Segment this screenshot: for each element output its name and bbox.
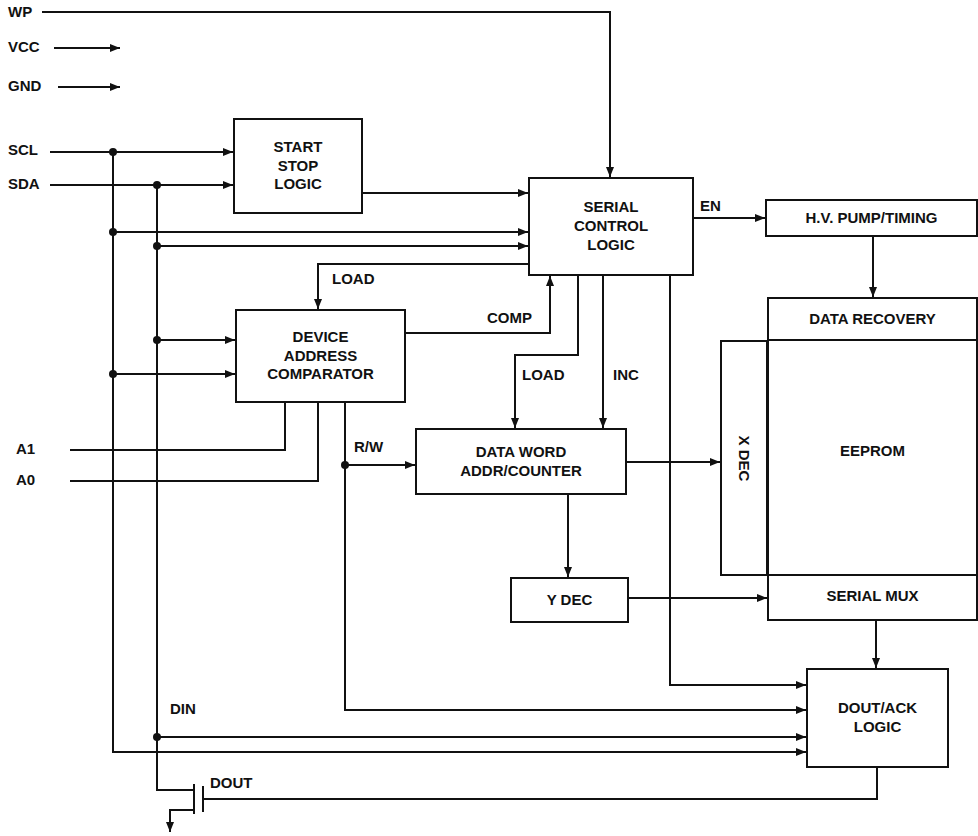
signal-label: LOAD [520,366,567,384]
signal-arrow [318,264,528,309]
junction-dot [153,336,161,344]
block-label: SERIAL CONTROL LOGIC [561,198,661,254]
block-label: DOUT/ACK LOGIC [823,699,933,737]
signal-arrow [875,621,877,668]
logic-block: START STOP LOGIC [233,118,363,214]
pin-name: A0 [14,471,37,489]
scl-branch [113,373,235,375]
signal-arrow [602,276,604,428]
signal-arrow [694,217,765,219]
ground-wire [170,810,194,832]
transistor-gate [202,786,204,812]
array-divider [767,339,978,341]
junction-dot [109,148,117,156]
output-block: DOUT/ACK LOGIC [806,668,949,768]
pin-name: SCL [6,141,40,159]
block-label: H.V. PUMP/TIMING [772,209,972,228]
memory-array: DATA RECOVERY EEPROM SERIAL MUX [767,297,978,621]
block-label: START STOP LOGIC [258,138,338,194]
signal-arrow [567,495,569,577]
control-block: SERIAL CONTROL LOGIC [528,177,694,276]
junction-dot [153,242,161,250]
pin-name: DIN [168,700,198,718]
junction-dot [153,181,161,189]
pump-block: H.V. PUMP/TIMING [765,199,978,237]
comparator-block: DEVICE ADDRESS COMPARATOR [235,309,406,403]
signal-arrow [629,597,767,599]
a0-wire [70,402,318,481]
pin-name: A1 [14,440,37,458]
pin-name: GND [6,77,43,95]
block-label: DEVICE ADDRESS COMPARATOR [261,328,381,384]
signal-arrow [345,403,415,465]
signal-label: COMP [485,309,534,327]
gnd-wire [58,86,120,88]
sda-branch [157,339,235,341]
scl-branch [113,231,528,233]
vcc-wire [54,47,120,49]
block-label: X DEC [735,435,754,481]
block-label: Y DEC [520,591,620,610]
block-label: SERIAL MUX [769,587,976,606]
scl-bus [113,152,806,752]
junction-dot [153,733,161,741]
signal-label: LOAD [330,270,377,288]
signal-arrow [872,237,874,297]
sda-branch [157,245,528,247]
dout-wire [203,767,877,799]
array-divider [767,574,978,576]
junction-dot [109,228,117,236]
signal-arrow [515,276,578,428]
pin-name: SDA [6,175,42,193]
signal-arrow [406,276,550,333]
a1-wire [70,402,285,450]
signal-label: R/W [352,438,385,456]
pin-name: DOUT [208,774,255,792]
block-label: DATA RECOVERY [769,310,976,329]
block-label: DATA WORD ADDR/COUNTER [446,443,596,481]
decoder-block: X DEC [720,340,768,576]
signal-arrow [627,461,720,463]
scl-wire [50,151,233,153]
signal-label: INC [611,366,641,384]
pin-name: VCC [6,38,42,56]
signal-arrow [363,192,528,194]
counter-block: DATA WORD ADDR/COUNTER [415,428,627,495]
decoder-block: Y DEC [510,577,629,623]
signal-label: EN [698,197,723,215]
block-label: EEPROM [769,442,976,461]
din-wire [157,736,806,738]
signal-arrow [670,276,806,685]
pin-name: WP [6,3,34,21]
sda-wire [50,184,233,186]
junction-dot [109,370,117,378]
